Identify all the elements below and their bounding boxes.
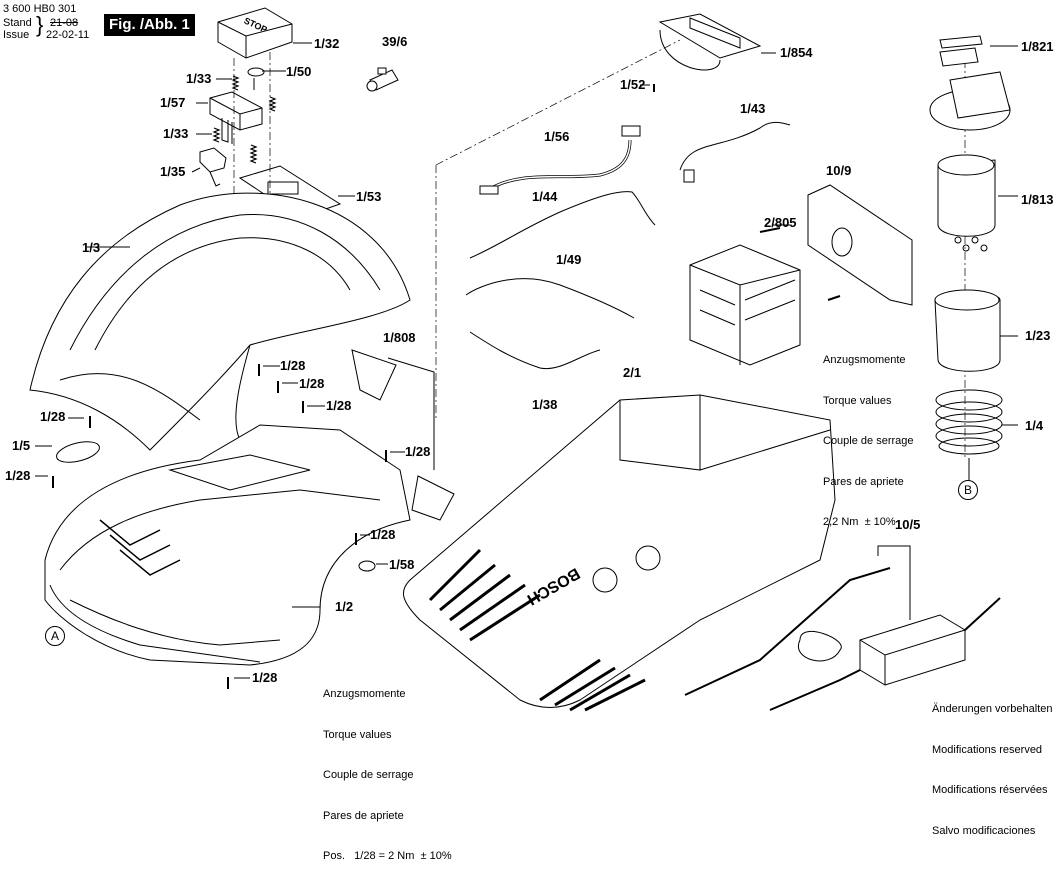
stop-button-cover: STOP (217, 7, 293, 59)
part-label-1-5[interactable]: 1/5 (12, 438, 31, 453)
motor (937, 154, 996, 252)
spring (935, 389, 1003, 455)
old-date: 21-08 (50, 17, 79, 29)
part-label-1-2[interactable]: 1/2 (335, 599, 354, 614)
reference-marker-b: B (958, 480, 978, 500)
part-label-1-4[interactable]: 1/4 (1025, 418, 1044, 433)
torque-note-value: Pos. 1/28 = 2 Nm ± 10% (323, 850, 452, 862)
badge (56, 441, 100, 463)
brace: } (36, 12, 44, 37)
modifications-line: Modifications réservées (932, 784, 1048, 796)
power-supply (684, 567, 1001, 711)
part-label-10-5[interactable]: 10/5 (895, 517, 921, 532)
part-label-1-32[interactable]: 1/32 (314, 36, 340, 51)
sticker-1 (351, 349, 397, 401)
part-label-1-58[interactable]: 1/58 (389, 557, 415, 572)
battery-pack (689, 227, 841, 366)
springs (212, 75, 277, 164)
part-label-2-805[interactable]: 2/805 (764, 215, 797, 230)
part-label-39-6[interactable]: 39/6 (382, 34, 408, 49)
torque-note-line: Anzugsmomente (323, 688, 406, 700)
part-label-1-49[interactable]: 1/49 (556, 252, 582, 267)
screws (52, 84, 655, 689)
button-carrier (209, 91, 263, 131)
cap (358, 560, 376, 572)
torque-note-line: Pares de apriete (823, 475, 904, 488)
part-label-1-28[interactable]: 1/28 (280, 358, 306, 373)
connector-39-6 (366, 67, 399, 92)
issue-label: Issue (3, 29, 30, 41)
part-label-1-821[interactable]: 1/821 (1021, 39, 1054, 54)
modifications-line: Modifications reserved (932, 743, 1043, 756)
torque-note-line: Pares de apriete (323, 809, 404, 822)
torque-note-battery: Anzugsmomente Torque values Couple de se… (823, 327, 914, 543)
part-label-1-23[interactable]: 1/23 (1025, 328, 1051, 343)
figure-title: Fig. /Abb. 1 (104, 14, 195, 36)
part-label-1-53[interactable]: 1/53 (356, 189, 382, 204)
part-label-1-854[interactable]: 1/854 (780, 45, 813, 60)
torque-note-line: Couple de serrage (323, 769, 414, 781)
document-number: 3 600 HB0 301 (3, 3, 77, 15)
part-label-1-33[interactable]: 1/33 (186, 71, 212, 86)
part-label-1-56[interactable]: 1/56 (544, 129, 570, 144)
torque-note-value: 2,2 Nm ± 10% (823, 516, 896, 528)
torque-note-line: Torque values (823, 394, 892, 407)
part-label-1-33[interactable]: 1/33 (163, 126, 189, 141)
cable-harnesses (465, 121, 791, 370)
torque-note-line: Torque values (323, 728, 392, 741)
part-label-1-57[interactable]: 1/57 (160, 95, 186, 110)
torque-note-screws: Anzugsmomente Torque values Couple de se… (323, 661, 452, 877)
switch (199, 147, 227, 173)
part-label-2-1[interactable]: 2/1 (623, 365, 642, 380)
modifications-line: Änderungen vorbehalten (932, 703, 1053, 715)
issue-date: 22-02-11 (46, 29, 90, 41)
modifications-line: Salvo modificaciones (932, 824, 1036, 837)
part-label-1-813[interactable]: 1/813 (1021, 192, 1054, 207)
part-label-1-38[interactable]: 1/38 (532, 397, 558, 412)
part-label-1-50[interactable]: 1/50 (286, 64, 312, 79)
part-label-1-28[interactable]: 1/28 (252, 670, 278, 685)
circuit-board (658, 13, 762, 71)
exploded-view-drawing: STOP (29, 7, 1018, 712)
part-label-1-44[interactable]: 1/44 (532, 189, 558, 204)
torque-note-line: Anzugsmomente (823, 354, 906, 366)
part-label-1-28[interactable]: 1/28 (5, 468, 31, 483)
part-label-1-28[interactable]: 1/28 (40, 409, 66, 424)
blade-motor-unit (929, 35, 1011, 131)
part-label-1-808[interactable]: 1/808 (383, 330, 416, 345)
part-label-1-43[interactable]: 1/43 (740, 101, 766, 116)
torque-note-line: Couple de serrage (823, 435, 914, 447)
part-label-10-9[interactable]: 10/9 (826, 163, 852, 178)
part-label-1-35[interactable]: 1/35 (160, 164, 186, 179)
part-label-1-28[interactable]: 1/28 (370, 527, 396, 542)
part-label-1-52[interactable]: 1/52 (620, 77, 646, 92)
part-label-1-28[interactable]: 1/28 (405, 444, 431, 459)
battery-cover (807, 184, 913, 306)
modifications-note: Änderungen vorbehalten Modifications res… (932, 676, 1052, 852)
sticker-2 (411, 475, 455, 521)
top-cover (29, 192, 411, 451)
part-label-1-28[interactable]: 1/28 (299, 376, 325, 391)
stand-label: Stand (3, 17, 32, 29)
main-housing (44, 424, 411, 666)
part-label-1-3[interactable]: 1/3 (82, 240, 101, 255)
charging-station-base: BOSCH (402, 394, 836, 712)
reference-marker-a: A (45, 626, 65, 646)
part-label-1-28[interactable]: 1/28 (326, 398, 352, 413)
motor-housing (934, 289, 1001, 372)
washer (247, 67, 265, 77)
